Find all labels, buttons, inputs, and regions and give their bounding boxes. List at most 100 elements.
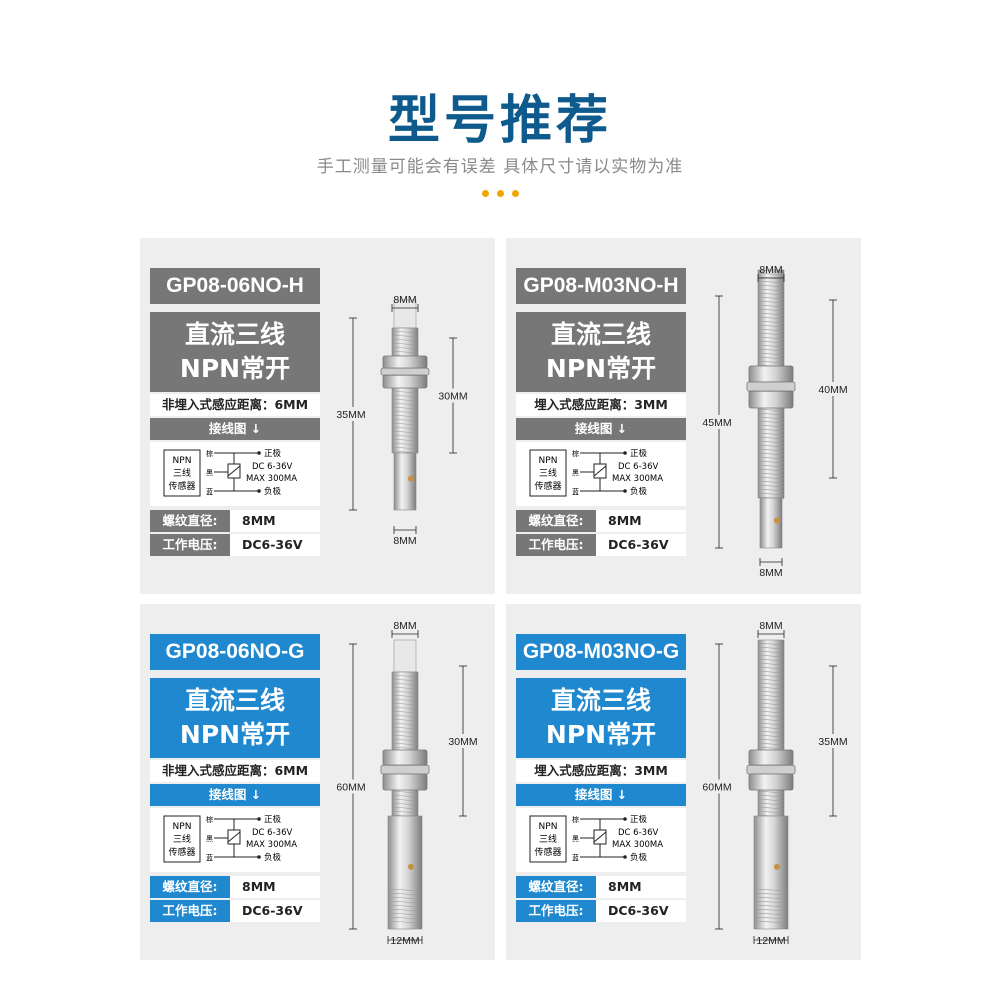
type-line-2: NPN常开 xyxy=(545,354,657,383)
spec-voltage-row: 工作电压: DC6-36V xyxy=(150,900,320,922)
indicator-led xyxy=(408,475,414,482)
spec-voltage-key: 工作电压: xyxy=(516,534,596,556)
wire-color-black: 黑 xyxy=(206,469,213,477)
page-title: 型号推荐 xyxy=(387,91,612,151)
dot-icon xyxy=(512,190,519,197)
wire-color-black: 黑 xyxy=(572,469,579,477)
wire-label-negative: 负极 xyxy=(264,852,282,863)
spec-thread-value: 8MM xyxy=(230,510,320,532)
sensor-drawing: 8MM 8MM 35MM 30MM xyxy=(325,238,495,594)
model-label: GP08-06NO-H xyxy=(150,268,320,304)
indicator-led xyxy=(408,863,414,870)
product-card: GP08-06NO-G 直流三线 NPN常开 非埋入式感应距离：6MM 接线图 … xyxy=(140,604,495,960)
sensing-distance: 埋入式感应距离：3MM xyxy=(516,760,686,782)
wire-color-blue: 蓝 xyxy=(206,853,213,862)
wiring-diagram: NPN 三线 传感器 棕 黑 蓝 正极 DC 6-36V MAX 300MA 负… xyxy=(516,808,686,872)
dim-thread-length: 30MM xyxy=(438,391,467,403)
type-line-1: 直流三线 xyxy=(550,320,651,349)
product-card: GP08-M03NO-G 直流三线 NPN常开 埋入式感应距离：3MM 接线图 … xyxy=(506,604,861,960)
spec-voltage-value: DC6-36V xyxy=(230,534,320,556)
spec-voltage-row: 工作电压: DC6-36V xyxy=(516,900,686,922)
nut xyxy=(382,773,428,791)
sensor-type-box: 直流三线 NPN常开 xyxy=(150,312,320,392)
spec-voltage-value: DC6-36V xyxy=(596,534,686,556)
nut xyxy=(748,365,794,383)
wire-color-blue: 蓝 xyxy=(572,853,579,862)
spec-thread-value: 8MM xyxy=(596,510,686,532)
wire-label-current: MAX 300MA xyxy=(246,840,297,850)
sensor-line-3: 传感器 xyxy=(534,846,561,858)
spec-thread-row: 螺纹直径: 8MM xyxy=(150,876,320,898)
wiring-label: 接线图 ↓ xyxy=(516,418,686,440)
sensor-line-1: NPN xyxy=(539,822,558,832)
wire-label-voltage: DC 6-36V xyxy=(618,828,658,838)
dim-total-length: 60MM xyxy=(702,782,731,794)
sensor-line-3: 传感器 xyxy=(168,480,195,492)
sensor-line-2: 三线 xyxy=(173,467,191,479)
type-line-2: NPN常开 xyxy=(179,354,291,383)
spec-thread-key: 螺纹直径: xyxy=(150,876,230,898)
decorative-dots xyxy=(480,190,520,198)
wiring-label: 接线图 ↓ xyxy=(150,784,320,806)
model-label: GP08-M03NO-H xyxy=(516,268,686,304)
spec-thread-value: 8MM xyxy=(596,876,686,898)
sensor-type-box: 直流三线 NPN常开 xyxy=(150,678,320,758)
spec-thread-key: 螺纹直径: xyxy=(516,876,596,898)
dot-icon xyxy=(497,190,504,197)
dim-bottom-width: 8MM xyxy=(759,567,782,579)
sensor-tail xyxy=(387,815,423,930)
page-subtitle: 手工测量可能会有误差 具体尺寸请以实物为准 xyxy=(316,157,684,177)
sensor-tail xyxy=(393,452,417,511)
dim-thread-length: 35MM xyxy=(818,736,847,748)
wiring-label: 接线图 ↓ xyxy=(150,418,320,440)
model-label: GP08-06NO-G xyxy=(150,634,320,670)
spec-thread-key: 螺纹直径: xyxy=(516,510,596,532)
dim-top-width: 8MM xyxy=(393,620,416,632)
page-header: 型号推荐 手工测量可能会有误差 具体尺寸请以实物为准 xyxy=(0,0,1000,230)
product-card: GP08-M03NO-H 直流三线 NPN常开 埋入式感应距离：3MM 接线图 … xyxy=(506,238,861,594)
dim-thread-length: 30MM xyxy=(448,736,477,748)
sensing-distance: 非埋入式感应距离：6MM xyxy=(150,760,320,782)
dim-thread-length: 40MM xyxy=(818,384,847,396)
type-line-2: NPN常开 xyxy=(545,720,657,749)
nut xyxy=(748,390,794,409)
dim-total-length: 45MM xyxy=(702,417,731,429)
sensor-line-1: NPN xyxy=(539,456,558,466)
type-line-2: NPN常开 xyxy=(179,720,291,749)
sensing-distance: 埋入式感应距离：3MM xyxy=(516,394,686,416)
dim-top-width: 8MM xyxy=(393,294,416,306)
wire-label-negative: 负极 xyxy=(264,486,282,497)
model-label: GP08-M03NO-G xyxy=(516,634,686,670)
dim-total-length: 35MM xyxy=(336,409,365,421)
wiring-diagram: NPN 三线 传感器 棕 黑 蓝 正极 DC 6-36V MAX 300MA 负… xyxy=(516,442,686,506)
wire-color-black: 黑 xyxy=(572,835,579,843)
spec-voltage-key: 工作电压: xyxy=(150,900,230,922)
dim-bottom-width: 8MM xyxy=(393,535,416,547)
indicator-led xyxy=(774,517,780,524)
wire-label-positive: 正极 xyxy=(264,448,282,459)
wire-label-current: MAX 300MA xyxy=(246,474,297,484)
spec-voltage-value: DC6-36V xyxy=(596,900,686,922)
spec-thread-row: 螺纹直径: 8MM xyxy=(516,510,686,532)
sensor-type-box: 直流三线 NPN常开 xyxy=(516,312,686,392)
wire-label-positive: 正极 xyxy=(630,448,648,459)
washer xyxy=(380,367,430,376)
sensor-line-2: 三线 xyxy=(539,833,557,845)
threaded-body xyxy=(391,327,419,454)
dot-icon xyxy=(482,190,489,197)
wire-color-brown: 棕 xyxy=(206,815,213,824)
wire-label-voltage: DC 6-36V xyxy=(618,462,658,472)
sensor-line-2: 三线 xyxy=(173,833,191,845)
wiring-label: 接线图 ↓ xyxy=(516,784,686,806)
sensor-line-3: 传感器 xyxy=(168,846,195,858)
spec-thread-value: 8MM xyxy=(230,876,320,898)
type-line-1: 直流三线 xyxy=(550,686,651,715)
wire-color-black: 黑 xyxy=(206,835,213,843)
wire-label-voltage: DC 6-36V xyxy=(252,828,292,838)
wire-color-brown: 棕 xyxy=(206,449,213,458)
wire-color-brown: 棕 xyxy=(572,449,579,458)
wire-label-negative: 负极 xyxy=(630,486,648,497)
